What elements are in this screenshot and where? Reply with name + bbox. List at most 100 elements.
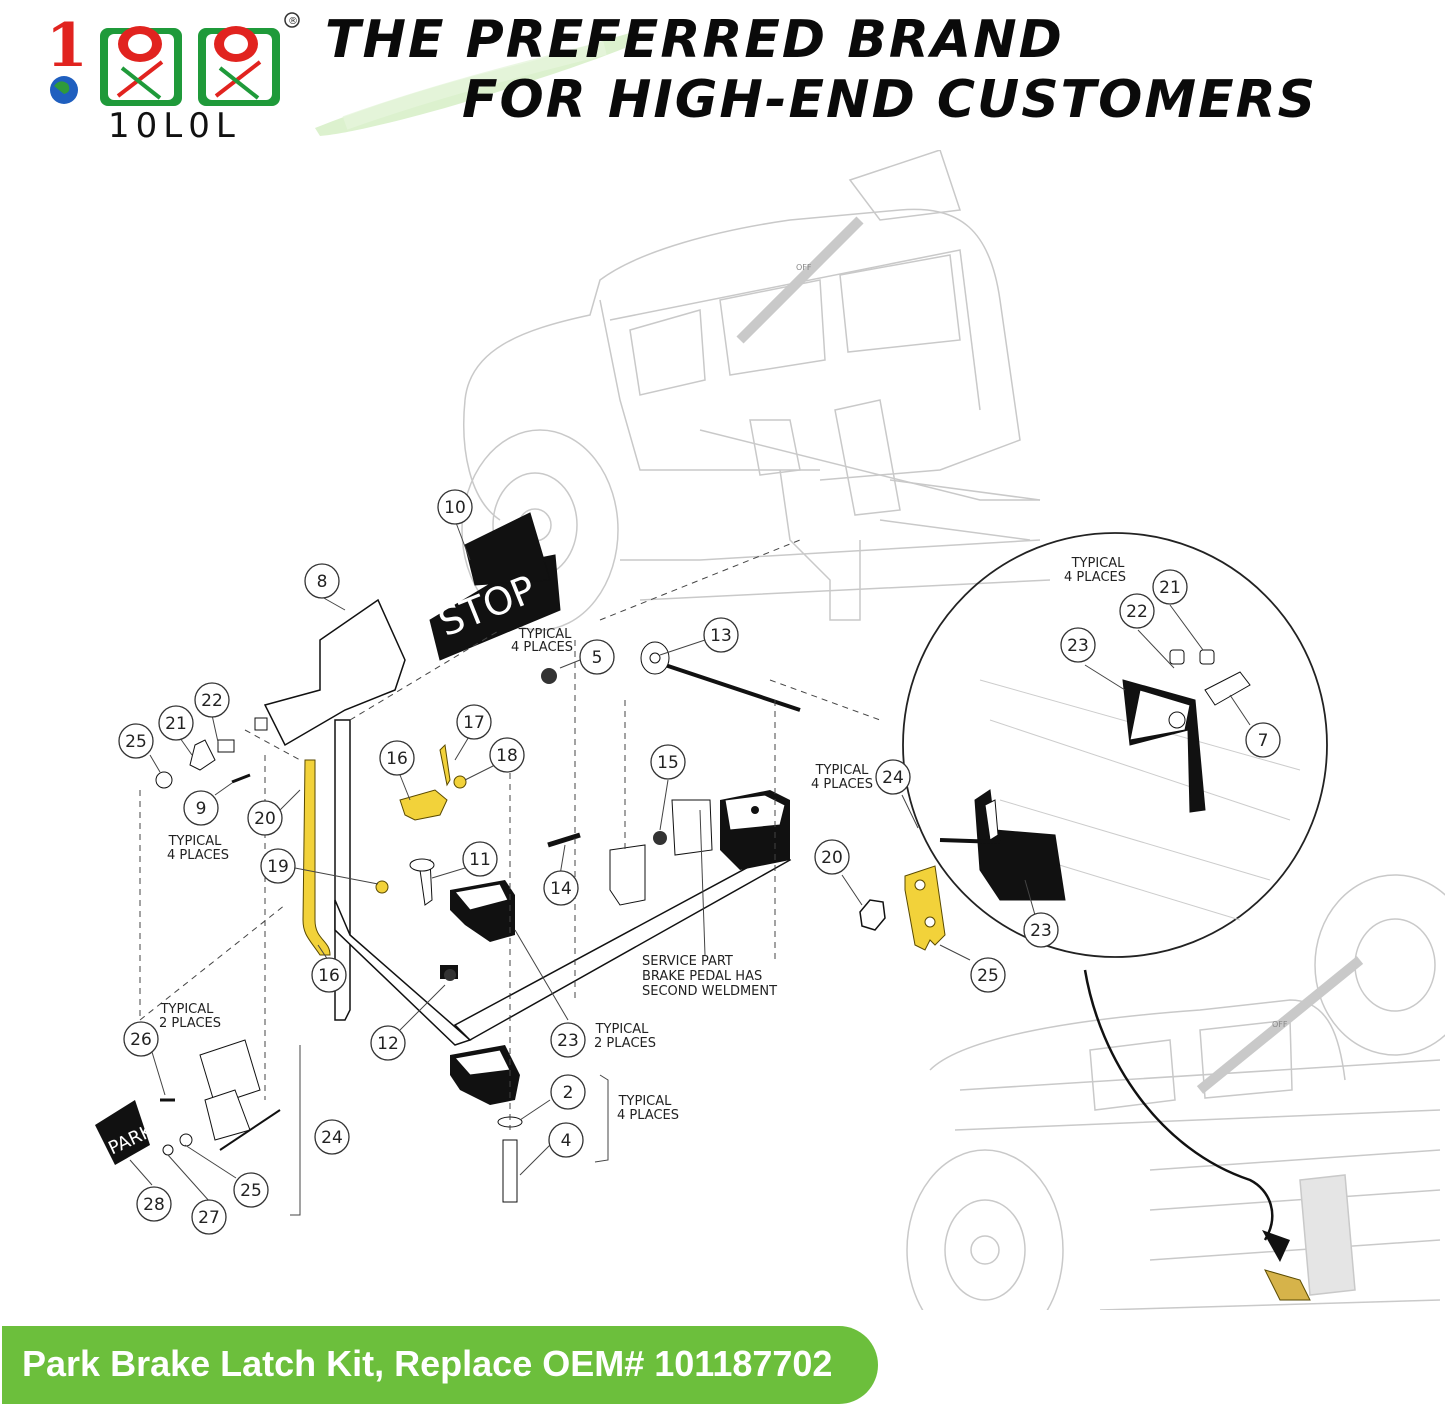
green-brush-stroke xyxy=(315,33,630,136)
callout-circle xyxy=(233,1172,269,1208)
callout-circle xyxy=(650,744,686,780)
off-label-lower: OFF xyxy=(1272,1020,1288,1029)
callout-circle xyxy=(118,723,154,759)
callout-21: 21 xyxy=(158,705,194,741)
callout-number: 27 xyxy=(198,1208,220,1228)
callout-22: 22 xyxy=(194,682,230,718)
off-label: OFF xyxy=(796,263,812,272)
callout-9: 9 xyxy=(183,790,219,826)
callout-number: 25 xyxy=(125,732,147,752)
callout-27: 27 xyxy=(191,1199,227,1235)
callout-7: 7 xyxy=(1245,722,1281,758)
callout-14: 14 xyxy=(543,870,579,906)
callout-circle xyxy=(548,1122,584,1158)
callout-circle xyxy=(158,705,194,741)
callout-number: 2 xyxy=(563,1083,574,1103)
callout-circle xyxy=(260,848,296,884)
callout-number: 26 xyxy=(130,1030,152,1050)
exploded-parts-diagram: STOP PARK 108135222125920161718151911141… xyxy=(95,150,1445,1310)
callout-circle xyxy=(183,790,219,826)
callout-circle xyxy=(304,563,340,599)
callout-circle xyxy=(579,639,615,675)
callout-circle xyxy=(489,737,525,773)
callout-15: 15 xyxy=(650,744,686,780)
callout-16: 16 xyxy=(379,740,415,776)
callout-number: 8 xyxy=(317,572,328,592)
callout-16: 16 xyxy=(311,957,347,993)
callout-number: 15 xyxy=(657,753,679,773)
callout-circle xyxy=(194,682,230,718)
callout-number: 20 xyxy=(821,848,843,868)
callout-8: 8 xyxy=(304,563,340,599)
callout-circle xyxy=(970,957,1006,993)
callout-number: 13 xyxy=(710,626,732,646)
callout-5: 5 xyxy=(579,639,615,675)
brand-logo: 1 ® xyxy=(46,11,300,106)
callout-circle xyxy=(123,1021,159,1057)
callout-number: 23 xyxy=(557,1031,579,1051)
callout-24: 24 xyxy=(314,1119,350,1155)
callout-number: 5 xyxy=(592,648,603,668)
callout-circle xyxy=(191,1199,227,1235)
callout-number: 23 xyxy=(1067,636,1089,656)
callout-circle xyxy=(814,839,850,875)
callout-circle xyxy=(1060,627,1096,663)
callout-circle xyxy=(462,841,498,877)
callout-number: 22 xyxy=(1126,602,1148,622)
callout-number: 11 xyxy=(469,850,491,870)
magnified-detail-circle xyxy=(859,532,1328,1301)
callout-circle xyxy=(1245,722,1281,758)
callout-2: 2 xyxy=(550,1074,586,1110)
callout-circle xyxy=(1023,912,1059,948)
callout-number: 25 xyxy=(977,966,999,986)
callout-number: 17 xyxy=(463,713,485,733)
callout-circle xyxy=(543,870,579,906)
callout-number: 16 xyxy=(318,966,340,986)
callout-23: 23 xyxy=(1023,912,1059,948)
callout-28: 28 xyxy=(136,1186,172,1222)
leader-lines xyxy=(139,539,881,1130)
registered-mark: ® xyxy=(288,16,298,27)
callout-circle xyxy=(379,740,415,776)
callout-circle xyxy=(1152,569,1188,605)
callout-25: 25 xyxy=(233,1172,269,1208)
callout-23: 23 xyxy=(1060,627,1096,663)
callout-number: 25 xyxy=(240,1181,262,1201)
callout-number: 4 xyxy=(561,1131,572,1151)
headline-line-2: FOR HIGH-END CUSTOMERS xyxy=(462,70,1318,130)
callout-number: 18 xyxy=(496,746,518,766)
callout-26: 26 xyxy=(123,1021,159,1057)
callout-10: 10 xyxy=(437,489,473,525)
callout-number: 19 xyxy=(267,857,289,877)
callout-number: 22 xyxy=(201,691,223,711)
callout-number: 28 xyxy=(143,1195,165,1215)
callout-number: 24 xyxy=(321,1128,343,1148)
callout-number: 23 xyxy=(1030,921,1052,941)
callout-18: 18 xyxy=(489,737,525,773)
callout-circle xyxy=(370,1025,406,1061)
callout-leaders xyxy=(129,519,1251,1216)
callout-circle xyxy=(1119,593,1155,629)
callout-17: 17 xyxy=(456,704,492,740)
callout-number: 14 xyxy=(550,879,572,899)
callout-25: 25 xyxy=(118,723,154,759)
callout-circle xyxy=(703,617,739,653)
callout-4: 4 xyxy=(548,1122,584,1158)
callout-22: 22 xyxy=(1119,593,1155,629)
callout-circle xyxy=(311,957,347,993)
golf-cart-background-sketch xyxy=(461,150,1445,1310)
callout-circle xyxy=(136,1186,172,1222)
product-title: Park Brake Latch Kit, Replace OEM# 10118… xyxy=(22,1343,833,1384)
callout-21: 21 xyxy=(1152,569,1188,605)
callout-circle xyxy=(437,489,473,525)
callout-23: 23 xyxy=(550,1022,586,1058)
